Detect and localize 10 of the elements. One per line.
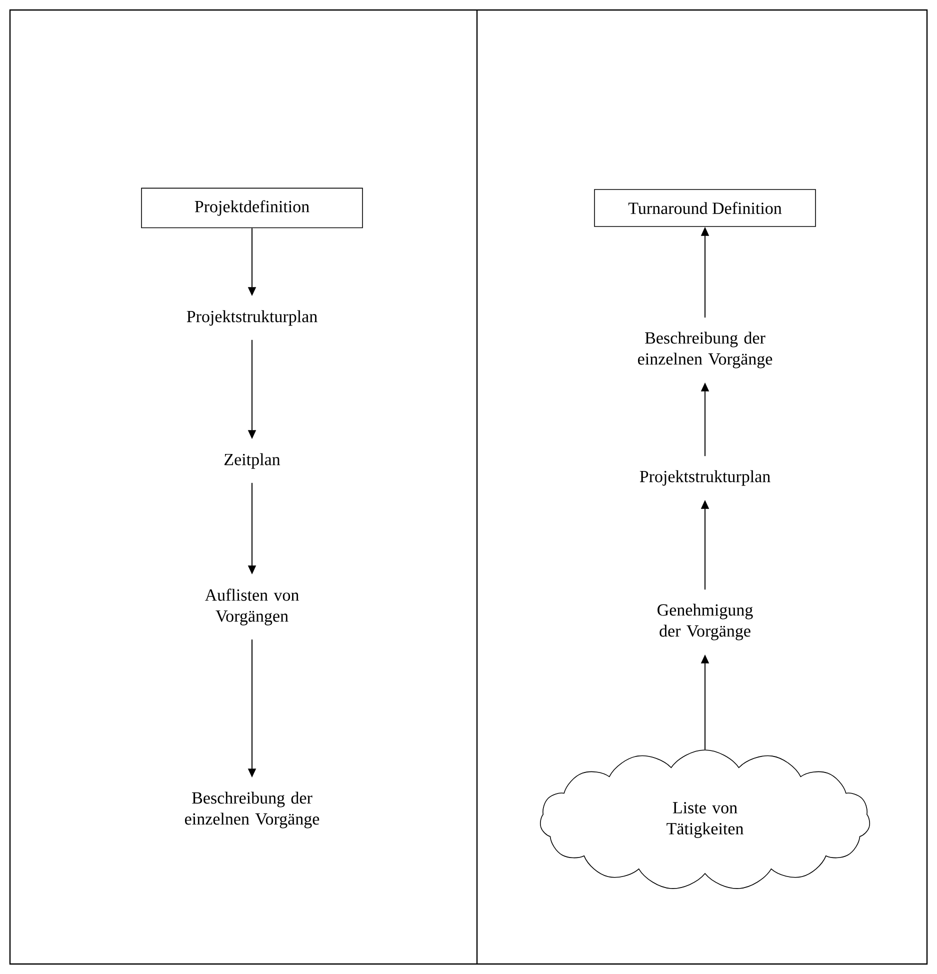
activity-cloud: Liste von Tätigkeiten (540, 750, 870, 889)
step-label: Genehmigung der Vorgänge (658, 604, 753, 640)
process-box: Projektdefinition (141, 188, 363, 228)
step-label: Projektstrukturplan (186, 310, 318, 326)
step-label: Beschreibung der einzelnen Vorgänge (185, 792, 320, 828)
step-label: Projektstrukturplan (640, 470, 770, 486)
step-label: Beschreibung der einzelnen Vorgänge (638, 332, 772, 368)
step-label: Zeitplan (224, 453, 280, 469)
process-box: Turnaround Definition (594, 189, 816, 227)
step-label: Auflisten von Vorgängen (204, 588, 299, 626)
